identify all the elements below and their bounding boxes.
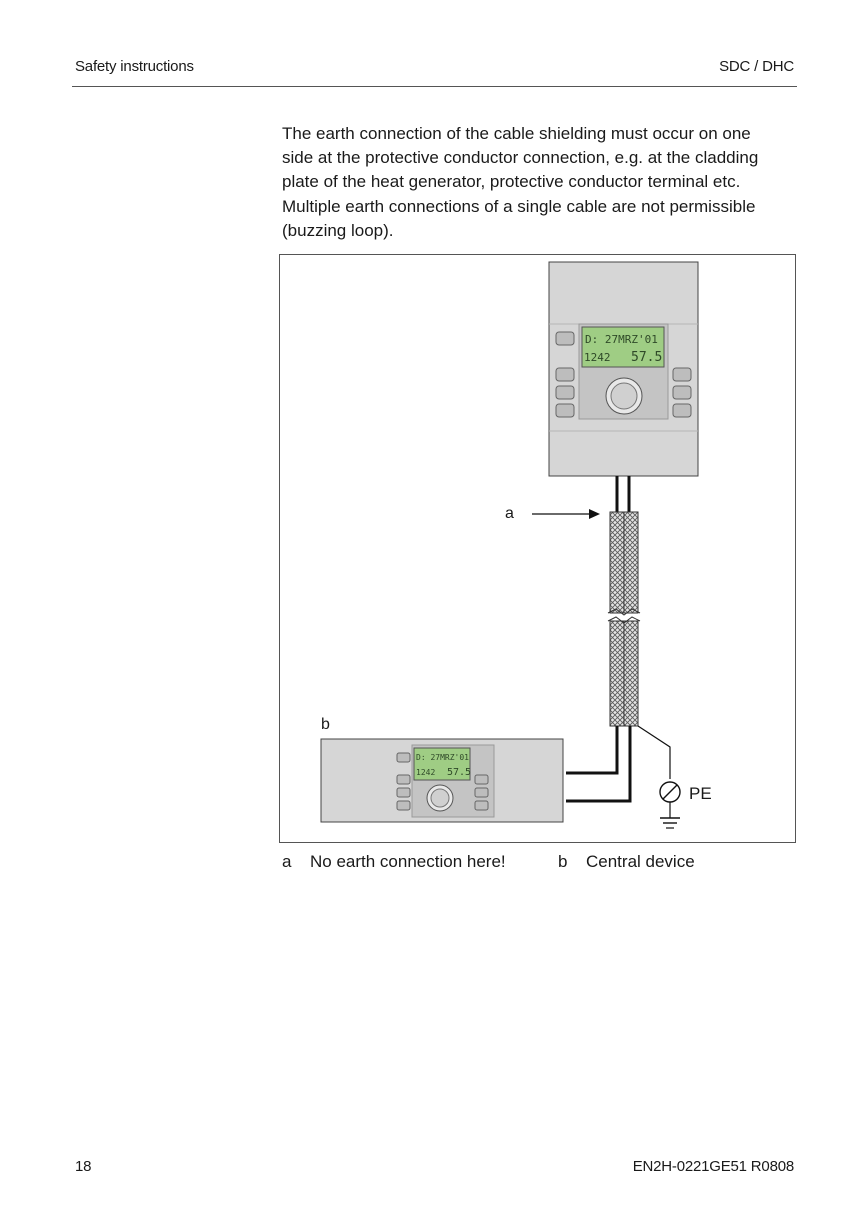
legend-item-a: a No earth connection here! [282,852,506,872]
document-code: EN2H-0221GE51 R0808 [632,1158,795,1175]
label-b: b [321,716,330,733]
legend-text-b: Central device [586,852,695,871]
top-lcd-line1: D: 27MRZ'01 [585,333,658,346]
shielded-cable [607,511,641,727]
legend-text-a: No earth connection here! [310,852,506,871]
label-pe: PE [689,784,712,803]
header-product-name: SDC / DHC [719,58,794,75]
header-section-title: Safety instructions [75,58,194,75]
label-a: a [505,505,514,522]
central-device-lcd [413,747,471,781]
protective-earth-symbol [659,781,681,829]
central-device: D: 27MRZ'01 1242 57.5 [320,738,564,823]
top-lcd-line2-left: 1242 [584,351,611,364]
top-controller: D: 27MRZ'01 1242 57.5 [548,261,699,477]
wiring-figure: D: 27MRZ'01 1242 57.5 a [279,254,796,843]
central-lcd-line2-left: 1242 [416,768,435,777]
body-paragraph: The earth connection of the cable shield… [282,124,759,240]
wiring-diagram: D: 27MRZ'01 1242 57.5 a [320,261,712,829]
legend-item-b: b Central device [558,852,695,872]
central-lcd-line1: D: 27MRZ'01 [416,753,469,762]
top-lcd-line2-right: 57.5 [631,350,662,365]
central-lcd-line2-right: 57.5 [447,767,471,778]
legend-key-a: a [282,852,292,871]
header-divider [72,86,797,87]
legend-key-b: b [558,852,568,871]
top-controller-lcd [581,326,665,368]
page-number: 18 [75,1158,92,1175]
